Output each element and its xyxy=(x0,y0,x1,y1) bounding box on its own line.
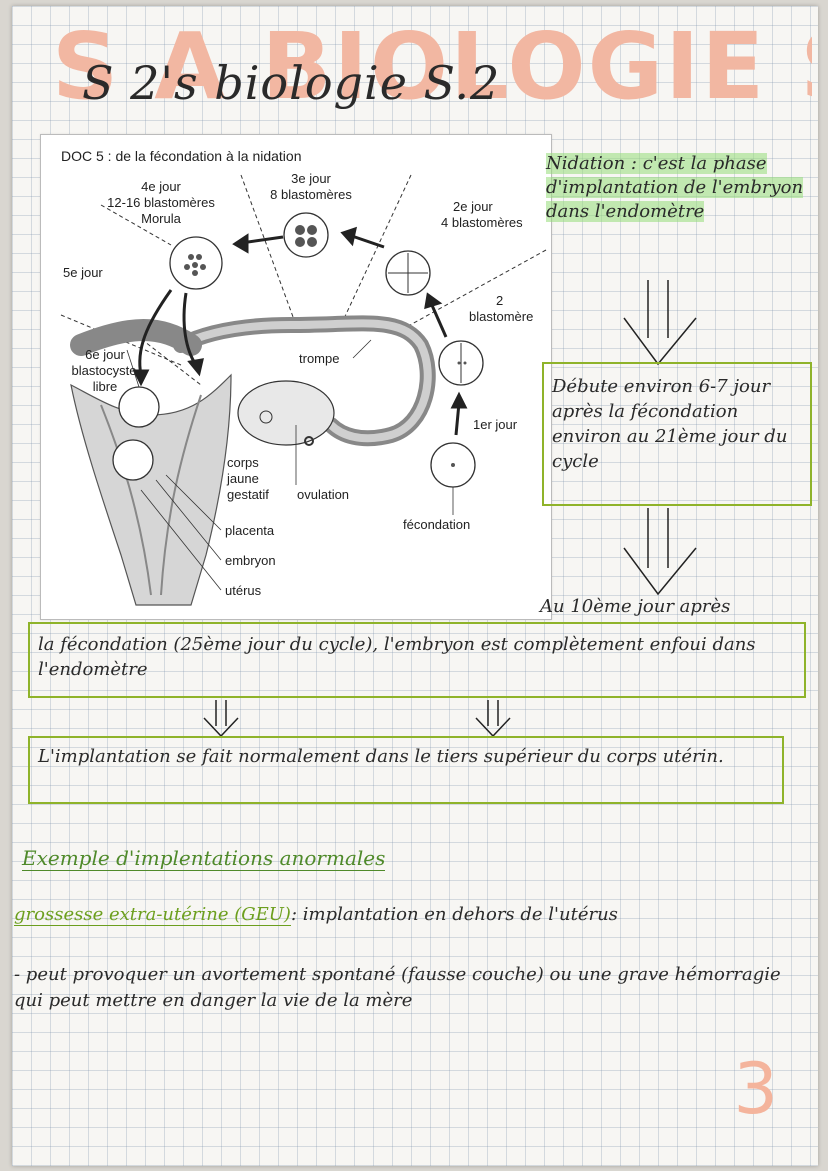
label-day6: 6e jour xyxy=(85,347,125,362)
label-gestatif: gestatif xyxy=(227,487,269,502)
label-fecondation: fécondation xyxy=(403,517,471,532)
implantation-text: L'implantation se fait normalement dans … xyxy=(38,746,724,767)
title-background: S A BIOLOGIE S 2 xyxy=(52,13,812,120)
label-day4: 4e jour xyxy=(141,179,181,194)
arrow-down-4 xyxy=(475,700,511,738)
page-title: S 2's biologie S.2 xyxy=(82,56,501,110)
label-corps: corps xyxy=(227,455,259,470)
arrow-down-2 xyxy=(623,508,697,596)
label-libre: libre xyxy=(92,379,118,394)
arrow-down-3 xyxy=(203,700,239,738)
label-day2: 2e jour xyxy=(453,199,493,214)
nidation-timing-box: Débute environ 6-7 jour après la féconda… xyxy=(542,362,812,506)
geu-definition: : implantation en dehors de l'utérus xyxy=(290,904,618,925)
label-day2-blastomeres: 4 blastomères xyxy=(441,215,523,230)
doc5-figure: DOC 5 : de la fécondation à la nidation xyxy=(40,134,552,620)
arrow-down-1 xyxy=(623,280,697,366)
label-uterus: utérus xyxy=(225,583,262,598)
embedding-text: la fécondation (25ème jour du cycle), l'… xyxy=(38,634,756,680)
section-title: Exemple d'implentations anormales xyxy=(22,846,386,871)
label-blastocyste: blastocyste xyxy=(71,363,137,378)
geu-label: grossesse extra-utérine (GEU) xyxy=(14,904,291,926)
label-day1: 1er jour xyxy=(473,417,518,432)
notebook-page: S A BIOLOGIE S 2 S 2's biologie S.2 DOC … xyxy=(12,6,818,1166)
label-jaune: jaune xyxy=(227,471,259,486)
label-2: 2 xyxy=(496,293,504,308)
label-morula: Morula xyxy=(141,211,181,226)
label-day4-blastomeres: 12-16 blastomères xyxy=(107,195,215,210)
label-blastomere: blastomère xyxy=(469,309,534,324)
label-day3: 3e jour xyxy=(291,171,331,186)
geu-consequences: - peut provoquer un avortement spontané … xyxy=(14,964,781,1011)
label-embryon: embryon xyxy=(225,553,276,568)
label-placenta: placenta xyxy=(225,523,275,538)
implantation-box: L'implantation se fait normalement dans … xyxy=(28,736,784,804)
figure-caption: DOC 5 : de la fécondation à la nidation xyxy=(61,148,302,164)
page-number: 3 xyxy=(733,1048,778,1130)
label-ovulation: ovulation xyxy=(297,487,350,502)
label-day5: 5e jour xyxy=(63,265,103,280)
embedding-box: la fécondation (25ème jour du cycle), l'… xyxy=(28,622,806,698)
geu-paragraph: grossesse extra-utérine (GEU): implantat… xyxy=(14,902,794,928)
label-day3-blastomeres: 8 blastomères xyxy=(270,187,352,202)
label-trompe: trompe xyxy=(299,351,340,366)
embedding-heading: Au 10ème jour après xyxy=(540,596,731,617)
nidation-definition: Nidation : c'est la phase d'implantation… xyxy=(546,152,808,224)
nidation-timing-text: Débute environ 6-7 jour après la féconda… xyxy=(552,376,788,472)
fertilization-diagram xyxy=(60,174,547,606)
nidation-definition-text: Nidation : c'est la phase d'implantation… xyxy=(546,153,804,222)
